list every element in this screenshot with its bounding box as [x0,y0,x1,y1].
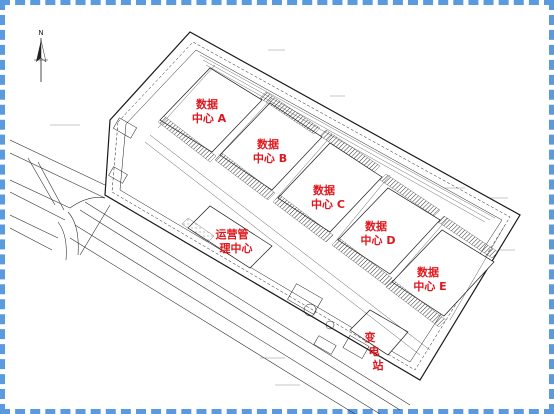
site-plan-drawing: N [10,10,554,414]
data-center-b: 数据 中心 B [214,91,323,201]
internal-roads [144,64,506,356]
dc-a-label-line2: 中心 A [192,111,227,125]
dc-e-label-line1: 数据 [417,265,439,279]
ops-label-line2: 理中心 [220,241,253,255]
dc-c-label-line2: 中心 C [311,197,345,211]
dc-b-label-line2: 中心 B [253,151,287,165]
operations-center: 运营管 理中心 [181,205,273,269]
dc-a-label-line1: 数据 [196,97,218,111]
annotation-marks [50,49,515,386]
substation-label-line1: 变 [365,330,376,344]
data-center-e: 数据 中心 E [385,215,499,328]
data-center-d: 数据 中心 D [331,173,441,286]
south-road [69,201,411,414]
ops-label-line1: 运营管 [216,227,249,241]
data-center-a: 数据 中心 A [157,67,263,163]
north-arrow: N [34,29,48,82]
dc-d-label-line2: 中心 D [361,233,396,247]
dc-b-label-line1: 数据 [257,137,279,151]
substation-label-line3: 站 [373,358,384,372]
dc-c-label-line1: 数据 [313,183,335,197]
substation-label-line2: 电 [369,344,380,358]
road-network [10,139,111,261]
dc-e-label-line2: 中心 E [413,279,446,293]
site-plan-svg: N [10,29,521,414]
data-center-c: 数据 中心 C [272,129,383,243]
dc-d-label-line1: 数据 [365,219,387,233]
north-label: N [38,29,43,37]
gate-area [108,117,337,355]
substation: 变 电 站 [342,309,409,372]
